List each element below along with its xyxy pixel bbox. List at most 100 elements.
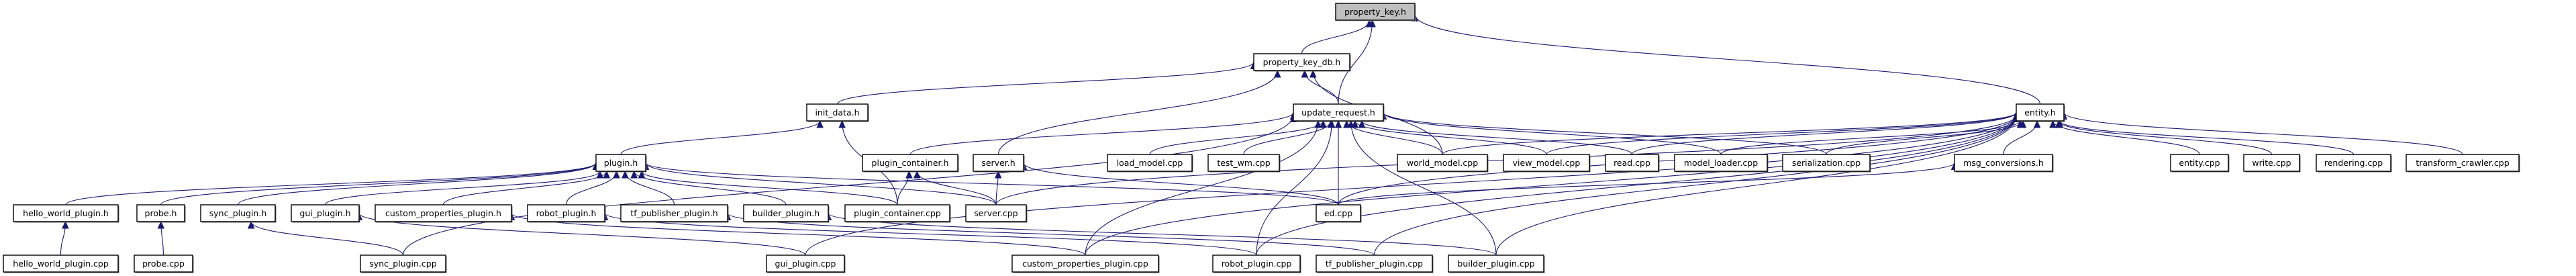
node-box bbox=[862, 154, 958, 172]
node-hello-world-plugin-h[interactable]: hello_world_plugin.h bbox=[13, 204, 119, 223]
edge-line bbox=[1546, 112, 2017, 155]
node-gui-plugin-h[interactable]: gui_plugin.h bbox=[291, 204, 360, 223]
node-box bbox=[1207, 154, 1280, 172]
arrowhead-icon bbox=[913, 170, 921, 179]
node-box bbox=[1397, 154, 1488, 172]
node-ed-cpp[interactable]: ed.cpp bbox=[1316, 204, 1362, 223]
node-builder-plugin-cpp[interactable]: builder_plugin.cpp bbox=[1448, 255, 1545, 273]
node-update-request-h[interactable]: update_request.h bbox=[1293, 103, 1385, 122]
node-test-wm-cpp[interactable]: test_wm.cpp bbox=[1207, 154, 1281, 173]
edge-line bbox=[2052, 120, 2200, 155]
node-label: hello_world_plugin.cpp bbox=[13, 259, 109, 269]
node-robot-plugin-cpp[interactable]: robot_plugin.cpp bbox=[1212, 255, 1301, 273]
node-sync-plugin-cpp[interactable]: sync_plugin.cpp bbox=[360, 255, 447, 273]
edge-write-cpp-to-entity-h bbox=[2054, 120, 2273, 155]
edge-line bbox=[1383, 112, 1722, 155]
edge-world-model-cpp-to-entity-h bbox=[1442, 111, 2020, 155]
edge-line bbox=[645, 163, 997, 205]
edge-sync-plugin-h-to-plugin-h bbox=[237, 162, 600, 205]
node-custom-properties-plugin-h[interactable]: custom_properties_plugin.h bbox=[375, 204, 513, 223]
node-transform-crawler-cpp[interactable]: transform_crawler.cpp bbox=[2406, 154, 2520, 173]
node-tf-publisher-plugin-cpp[interactable]: tf_publisher_plugin.cpp bbox=[1316, 255, 1434, 273]
edge-custom-properties-plugin-cpp-to-entity-h bbox=[1085, 114, 2020, 256]
node-property-key-db-h[interactable]: property_key_db.h bbox=[1253, 53, 1351, 72]
edge-line bbox=[2063, 112, 2463, 155]
node-robot-plugin-h[interactable]: robot_plugin.h bbox=[527, 204, 606, 223]
node-property-key-h: property_key.h bbox=[1335, 3, 1416, 21]
node-label: load_model.cpp bbox=[1117, 158, 1183, 168]
arrowhead-icon bbox=[2019, 120, 2027, 128]
node-box bbox=[1954, 154, 2053, 172]
node-plugin-container-cpp[interactable]: plugin_container.cpp bbox=[844, 204, 951, 223]
node-serialization-cpp[interactable]: serialization.cpp bbox=[1782, 154, 1871, 173]
node-box bbox=[291, 204, 360, 222]
node-box bbox=[1011, 255, 1159, 273]
node-gui-plugin-cpp[interactable]: gui_plugin.cpp bbox=[766, 255, 846, 273]
edge-line bbox=[641, 171, 898, 205]
node-hello-world-plugin-cpp[interactable]: hello_world_plugin.cpp bbox=[3, 255, 119, 273]
node-view-model-cpp[interactable]: view_model.cpp bbox=[1503, 154, 1591, 173]
node-plugin-container-h[interactable]: plugin_container.h bbox=[862, 154, 959, 173]
node-init-data-h[interactable]: init_data.h bbox=[806, 103, 869, 122]
node-label: model_loader.cpp bbox=[1684, 158, 1758, 168]
arrowhead-icon bbox=[630, 170, 638, 179]
node-label: builder_plugin.h bbox=[752, 208, 820, 218]
arrowhead-icon bbox=[2056, 120, 2064, 128]
edge-update-request-h-to-property-key-h bbox=[1338, 19, 1376, 105]
node-box bbox=[1253, 53, 1350, 71]
node-box bbox=[2243, 154, 2300, 172]
node-box bbox=[134, 255, 193, 273]
node-box bbox=[1316, 255, 1433, 273]
node-model-loader-cpp[interactable]: model_loader.cpp bbox=[1674, 154, 1769, 173]
node-server-cpp[interactable]: server.cpp bbox=[965, 204, 1028, 223]
node-probe-cpp[interactable]: probe.cpp bbox=[134, 255, 194, 273]
node-entity-h[interactable]: entity.h bbox=[2016, 103, 2065, 122]
node-plugin-h[interactable]: plugin.h bbox=[595, 154, 647, 173]
node-box bbox=[2316, 154, 2391, 172]
node-box bbox=[620, 204, 728, 222]
arrowhead-icon bbox=[1347, 120, 1355, 128]
node-server-h[interactable]: server.h bbox=[973, 154, 1025, 173]
node-label: msg_conversions.h bbox=[1963, 158, 2044, 168]
node-box bbox=[136, 204, 185, 222]
node-tf-publisher-plugin-h[interactable]: tf_publisher_plugin.h bbox=[620, 204, 729, 223]
node-entity-cpp[interactable]: entity.cpp bbox=[2170, 154, 2230, 173]
edge-line bbox=[1301, 19, 1370, 54]
node-box bbox=[1782, 154, 1871, 172]
edge-line bbox=[1373, 115, 2017, 256]
node-sync-plugin-h[interactable]: sync_plugin.h bbox=[200, 204, 277, 223]
edge-line bbox=[1495, 115, 2017, 256]
node-box bbox=[844, 204, 950, 222]
node-label: property_key.h bbox=[1344, 7, 1406, 17]
node-label: init_data.h bbox=[815, 107, 859, 118]
edge-entity-cpp-to-entity-h bbox=[2049, 120, 2200, 155]
edge-server-cpp-to-server-h bbox=[994, 170, 1002, 205]
nodes-layer: property_key.h property_key_db.h init_data… bbox=[3, 3, 2520, 273]
node-box bbox=[1605, 154, 1659, 172]
node-world-model-cpp[interactable]: world_model.cpp bbox=[1397, 154, 1489, 173]
arrowhead-icon bbox=[1369, 19, 1376, 28]
arrowhead-icon bbox=[1314, 120, 1322, 128]
node-label: custom_properties_plugin.cpp bbox=[1022, 259, 1148, 269]
node-box bbox=[13, 204, 119, 222]
node-load-model-cpp[interactable]: load_model.cpp bbox=[1107, 154, 1193, 173]
node-builder-plugin-h[interactable]: builder_plugin.h bbox=[743, 204, 830, 223]
edge-read-cpp-to-entity-h bbox=[1631, 111, 2020, 155]
node-box bbox=[3, 255, 119, 273]
node-label: view_model.cpp bbox=[1513, 158, 1581, 168]
edge-gui-plugin-cpp-to-entity-h bbox=[805, 114, 2020, 256]
arrowhead-icon bbox=[905, 170, 913, 179]
edge-read-cpp-to-update-request-h bbox=[1358, 120, 1633, 155]
node-label: serialization.cpp bbox=[1792, 158, 1861, 168]
node-custom-properties-plugin-cpp[interactable]: custom_properties_plugin.cpp bbox=[1011, 255, 1160, 273]
node-rendering-cpp[interactable]: rendering.cpp bbox=[2316, 154, 2392, 173]
edge-world-model-cpp-to-update-request-h bbox=[1343, 120, 1443, 155]
node-msg-conversions-h[interactable]: msg_conversions.h bbox=[1954, 154, 2054, 173]
node-probe-h[interactable]: probe.h bbox=[136, 204, 186, 223]
node-read-cpp[interactable]: read.cpp bbox=[1605, 154, 1660, 173]
node-write-cpp[interactable]: write.cpp bbox=[2243, 154, 2301, 173]
edge-gui-plugin-h-to-plugin-h bbox=[324, 170, 604, 205]
edge-entity-h-to-property-key-h bbox=[1411, 13, 2041, 105]
node-box bbox=[527, 204, 605, 222]
